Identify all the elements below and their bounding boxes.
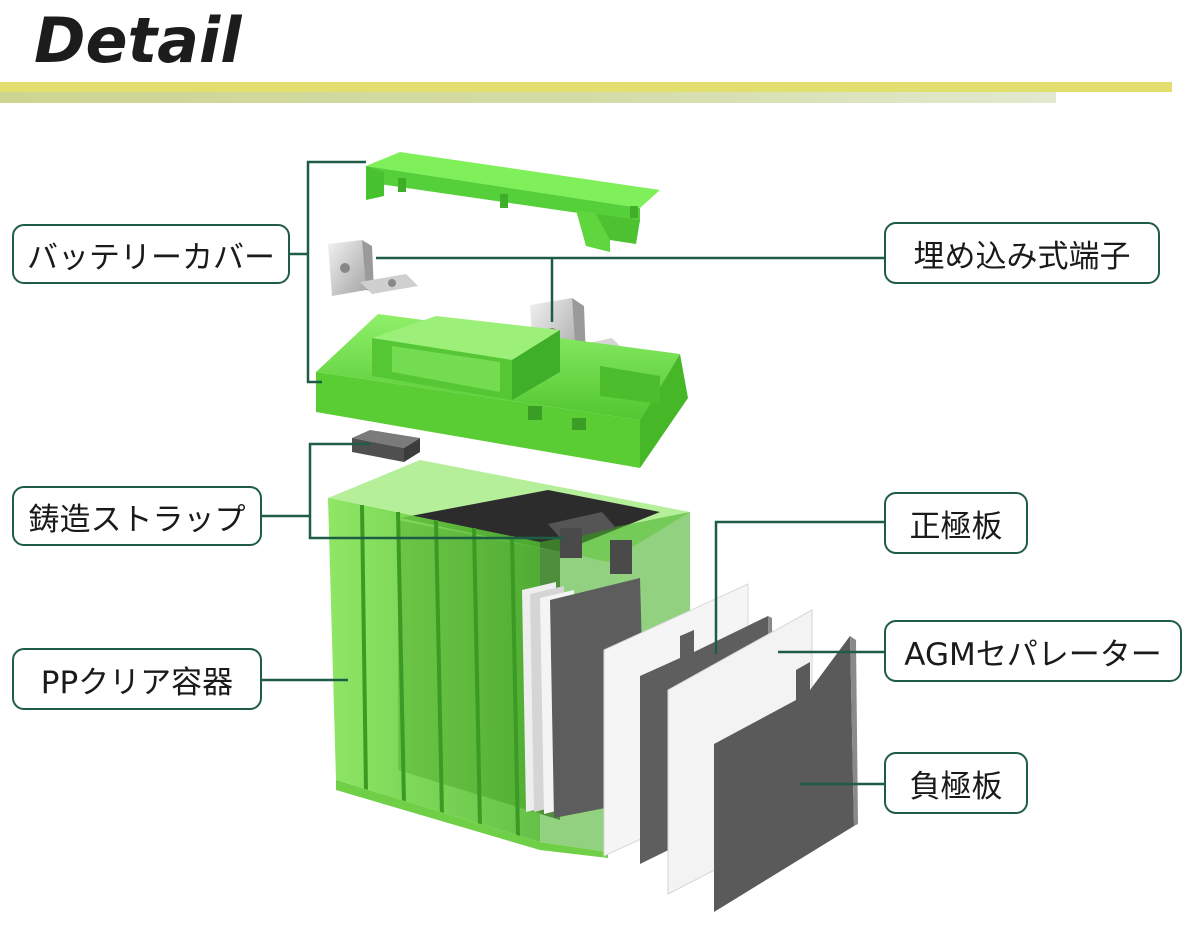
battery-cover-part	[366, 152, 660, 252]
title-underline	[0, 82, 1172, 92]
callout-positive-plate: 正極板	[884, 492, 1028, 554]
battery-lid-part	[316, 314, 688, 468]
leader-lines	[262, 160, 884, 786]
left-terminal	[328, 240, 418, 296]
callout-negative-plate: 負極板	[884, 752, 1028, 814]
callout-embedded-terminal: 埋め込み式端子	[884, 222, 1160, 284]
callout-pp-clear-case: PPクリア容器	[12, 648, 262, 710]
cast-strap-part	[352, 430, 420, 462]
exploded-negative-plate	[714, 636, 858, 912]
title-underline-shadow	[0, 92, 1056, 103]
page-title: Detail	[34, 4, 242, 77]
callout-agm-separator: AGMセパレーター	[884, 620, 1182, 682]
callout-cast-strap: 鋳造ストラップ	[12, 486, 262, 546]
callout-battery-cover: バッテリーカバー	[12, 224, 290, 284]
